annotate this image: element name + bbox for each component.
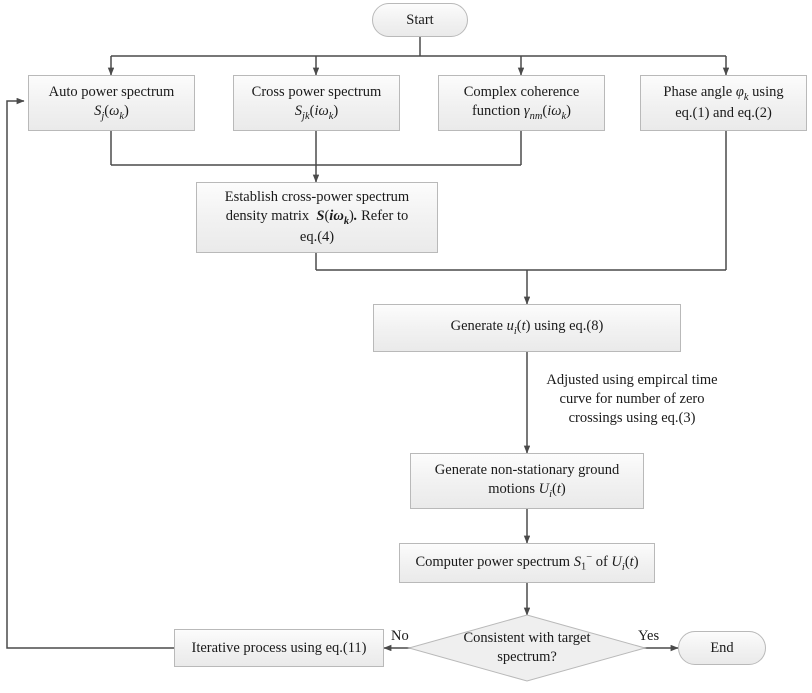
- node-cross-power-line1: Cross power spectrum: [251, 84, 382, 101]
- node-compute-label: Computer power spectrum S1− of Ui(t): [415, 552, 639, 574]
- node-decision[interactable]: Consistent with target spectrum?: [409, 615, 645, 681]
- annotation-adjust-note: Adjusted using empircal time curve for n…: [546, 372, 718, 426]
- node-establish-line3: eq.(4): [299, 229, 335, 246]
- node-nonstationary-line2: motions Ui(t): [488, 480, 566, 500]
- node-phase-angle-line2: eq.(1) and eq.(2): [675, 105, 772, 122]
- node-establish-matrix[interactable]: Establish cross-power spectrum density m…: [196, 182, 438, 253]
- node-cross-power-formula: Sjk(iωk): [294, 102, 339, 122]
- node-iterative-process[interactable]: Iterative process using eq.(11): [174, 629, 384, 667]
- node-coherence-line1: Complex coherence: [463, 84, 580, 101]
- node-generate-u-label: Generate ui(t) using eq.(8): [450, 318, 604, 338]
- node-start[interactable]: Start: [372, 3, 468, 37]
- node-end-label: End: [710, 639, 734, 656]
- decision-diamond: [407, 614, 647, 682]
- node-coherence-formula: function γnm(iωk): [471, 102, 572, 122]
- node-establish-line1: Establish cross-power spectrum: [224, 189, 410, 206]
- node-compute-power-spectrum[interactable]: Computer power spectrum S1− of Ui(t): [399, 543, 655, 583]
- edge-label-yes: Yes: [638, 628, 660, 644]
- node-iterative-label: Iterative process using eq.(11): [191, 639, 367, 656]
- node-generate-u[interactable]: Generate ui(t) using eq.(8): [373, 304, 681, 352]
- node-nonstationary-line1: Generate non-stationary ground: [434, 462, 620, 479]
- node-phase-angle[interactable]: Phase angle φk using eq.(1) and eq.(2): [640, 75, 807, 131]
- node-auto-power-line1: Auto power spectrum: [48, 84, 175, 101]
- node-phase-angle-line1: Phase angle φk using: [663, 84, 784, 103]
- node-decision-line1: Consistent with target: [463, 630, 591, 647]
- node-auto-power-spectrum[interactable]: Auto power spectrum Sj(ωk): [28, 75, 195, 131]
- edge-feedback-loop: [6, 97, 174, 649]
- node-auto-power-formula: Sj(ωk): [94, 102, 129, 122]
- node-nonstationary-motions[interactable]: Generate non-stationary ground motions U…: [410, 453, 644, 509]
- node-establish-line2: density matrix S(iωk). Refer to: [225, 207, 409, 227]
- node-decision-line2: spectrum?: [497, 649, 557, 665]
- edge-label-no: No: [391, 628, 409, 644]
- node-cross-power-spectrum[interactable]: Cross power spectrum Sjk(iωk): [233, 75, 400, 131]
- node-end[interactable]: End: [678, 631, 766, 665]
- node-complex-coherence[interactable]: Complex coherence function γnm(iωk): [438, 75, 605, 131]
- node-start-label: Start: [406, 11, 434, 28]
